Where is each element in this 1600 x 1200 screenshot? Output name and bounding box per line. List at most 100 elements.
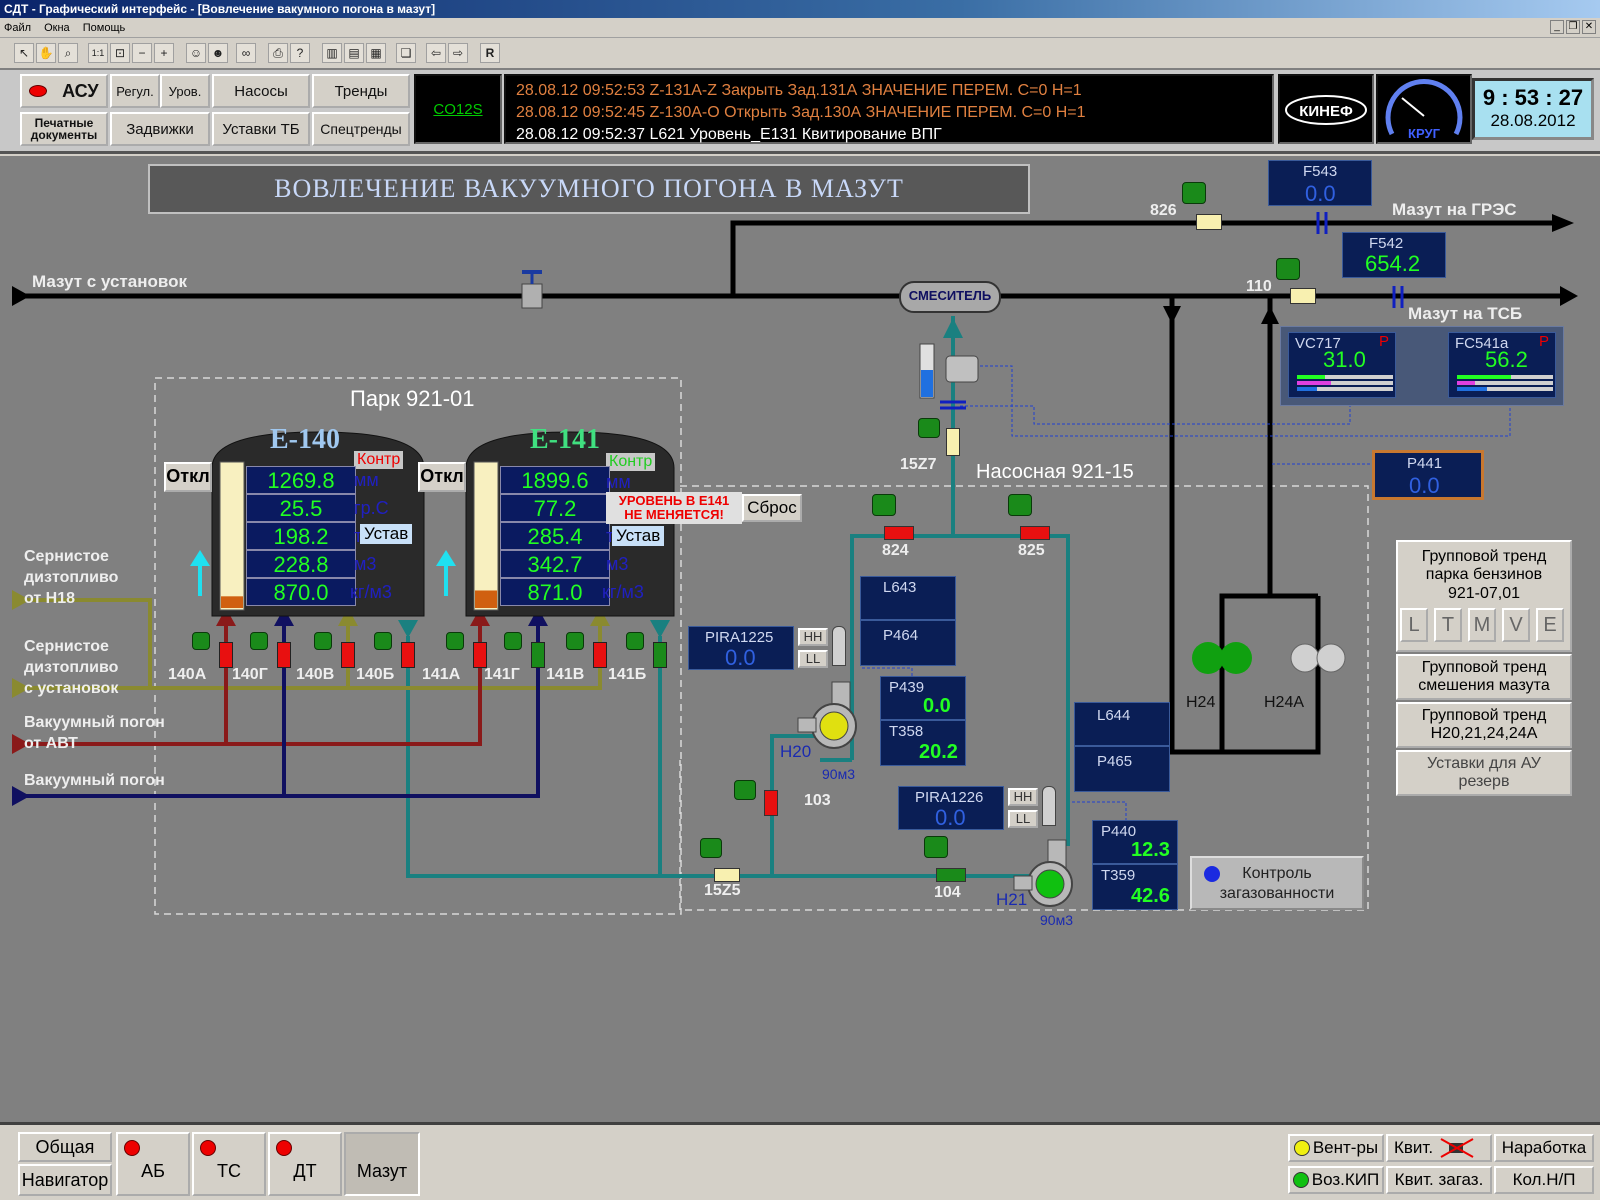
asu-button[interactable]: АСУ — [20, 74, 108, 108]
pump-h24a-icon[interactable] — [1288, 642, 1348, 674]
trend-m-button[interactable]: M — [1468, 608, 1496, 642]
valves-button[interactable]: Задвижки — [110, 112, 210, 146]
regul-button[interactable]: Регул. — [110, 74, 160, 108]
forward-arrow-icon[interactable]: ⇨ — [448, 43, 468, 63]
tank-valve-icon[interactable] — [473, 642, 487, 668]
ack-button[interactable]: Квит. — [1386, 1134, 1492, 1162]
trend-t-button[interactable]: T — [1434, 608, 1462, 642]
valve-825-icon[interactable] — [1020, 526, 1050, 540]
fans-button[interactable]: Вент-ры — [1288, 1134, 1384, 1162]
trends-button[interactable]: Тренды — [312, 74, 410, 108]
tank-valve-icon[interactable] — [401, 642, 415, 668]
menu-windows[interactable]: Окна — [44, 22, 70, 34]
valve-104-icon[interactable] — [936, 868, 966, 882]
t359-display[interactable]: T359 42.6 — [1092, 864, 1178, 910]
p440-display[interactable]: P440 12.3 — [1092, 820, 1178, 864]
zoom-out-icon[interactable]: − — [132, 43, 152, 63]
hand-icon[interactable]: ✋ — [36, 43, 56, 63]
valve-15z5-icon[interactable] — [714, 868, 740, 882]
windows-icon[interactable]: ❏ — [396, 43, 416, 63]
restore-icon[interactable]: ❐ — [1566, 20, 1580, 34]
valve-824-icon[interactable] — [884, 526, 914, 540]
help-icon[interactable]: ? — [290, 43, 310, 63]
alarm-log[interactable]: 28.08.12 09:52:53 Z-131A-Z Закрыть Зад.1… — [504, 74, 1274, 144]
e140-off-button[interactable]: Откл — [164, 462, 212, 492]
pump-h21-icon[interactable] — [1012, 838, 1082, 908]
zoom-in-icon[interactable]: + — [154, 43, 174, 63]
magnifier-icon[interactable]: ⌕ — [58, 43, 78, 63]
kip-button[interactable]: Воз.КИП — [1288, 1166, 1384, 1194]
layout1-icon[interactable]: ▥ — [322, 43, 342, 63]
tank-valve-icon[interactable] — [341, 642, 355, 668]
tank-valve-icon[interactable] — [653, 642, 667, 668]
zoom-fit-icon[interactable]: ⊡ — [110, 43, 130, 63]
vc717-controller[interactable]: VC717 P 31.0 — [1288, 332, 1396, 398]
l644-display[interactable]: L644 — [1074, 702, 1170, 746]
pointer-icon[interactable]: ↖ — [14, 43, 34, 63]
trend-v-button[interactable]: V — [1502, 608, 1530, 642]
tab-dt[interactable]: ДТ — [268, 1132, 342, 1196]
oil-count-button[interactable]: Кол.Н/П — [1494, 1166, 1594, 1194]
zoom-1to1-icon[interactable]: 1:1 — [88, 43, 108, 63]
fc541a-controller[interactable]: FC541a P 56.2 — [1448, 332, 1556, 398]
valve-110-icon[interactable] — [1290, 288, 1316, 304]
t358-display[interactable]: T358 20.2 — [880, 720, 966, 766]
e140-control-label[interactable]: Контр — [354, 451, 404, 469]
urov-button[interactable]: Уров. — [160, 74, 210, 108]
special-trends-button[interactable]: Спецтренды — [312, 112, 410, 146]
reset-button[interactable]: Сброс — [742, 494, 802, 522]
tab-mazut[interactable]: Мазут — [344, 1132, 420, 1196]
r-icon[interactable]: R — [480, 43, 500, 63]
valve-826-icon[interactable] — [1196, 214, 1222, 230]
print-icon[interactable]: ⎙ — [268, 43, 288, 63]
co12s-link[interactable]: CO12S — [414, 74, 502, 144]
navigator-button[interactable]: Навигатор — [18, 1164, 112, 1196]
tank-valve-icon[interactable] — [531, 642, 545, 668]
pira1226-display[interactable]: PIRA1226 0.0 — [898, 786, 1004, 830]
tab-ts[interactable]: ТС — [192, 1132, 266, 1196]
f542-display[interactable]: F542 654.2 — [1342, 232, 1446, 278]
minimize-icon[interactable]: _ — [1550, 20, 1564, 34]
f543-display[interactable]: F543 0.0 — [1268, 160, 1372, 206]
layout2-icon[interactable]: ▤ — [344, 43, 364, 63]
pump-h20-icon[interactable] — [796, 680, 866, 750]
pira1225-display[interactable]: PIRA1225 0.0 — [688, 626, 794, 670]
e140-setpoint-button[interactable]: Устав — [360, 524, 413, 544]
tank-valve-icon[interactable] — [219, 642, 233, 668]
p465-display[interactable]: P465 — [1074, 746, 1170, 792]
trend-e-button[interactable]: E — [1536, 608, 1564, 642]
user-icon[interactable]: ☺ — [186, 43, 206, 63]
pumps-button[interactable]: Насосы — [212, 74, 310, 108]
e141-control-label[interactable]: Контр — [606, 453, 656, 471]
overview-button[interactable]: Общая — [18, 1132, 112, 1162]
l643-display[interactable]: L643 — [860, 576, 956, 620]
p439-display[interactable]: P439 0.0 — [880, 676, 966, 720]
e141-off-button[interactable]: Откл — [418, 462, 466, 492]
layout3-icon[interactable]: ▦ — [366, 43, 386, 63]
runtime-button[interactable]: Наработка — [1494, 1134, 1594, 1162]
back-arrow-icon[interactable]: ⇦ — [426, 43, 446, 63]
p441-display[interactable]: P441 0.0 — [1372, 450, 1484, 500]
inlet-valve-icon[interactable] — [521, 283, 543, 309]
tank-valve-icon[interactable] — [593, 642, 607, 668]
tank-valve-icon[interactable] — [277, 642, 291, 668]
menu-file[interactable]: Файл — [4, 22, 32, 34]
close-icon[interactable]: ✕ — [1582, 20, 1596, 34]
valve-103-icon[interactable] — [764, 790, 778, 816]
tab-ab[interactable]: АБ — [116, 1132, 190, 1196]
p464-display[interactable]: P464 — [860, 620, 956, 666]
pump-h24-icon[interactable] — [1190, 640, 1254, 676]
e141-setpoint-button[interactable]: Устав — [612, 526, 665, 546]
menu-help[interactable]: Помощь — [82, 22, 126, 34]
binoculars-icon[interactable]: ∞ — [236, 43, 256, 63]
valve-15z7-icon[interactable] — [946, 428, 960, 456]
trend-l-button[interactable]: L — [1400, 608, 1428, 642]
users-icon[interactable]: ☻ — [208, 43, 228, 63]
setpoints-tb-button[interactable]: Уставки ТБ — [212, 112, 310, 146]
control-valve-icon[interactable] — [945, 355, 979, 383]
